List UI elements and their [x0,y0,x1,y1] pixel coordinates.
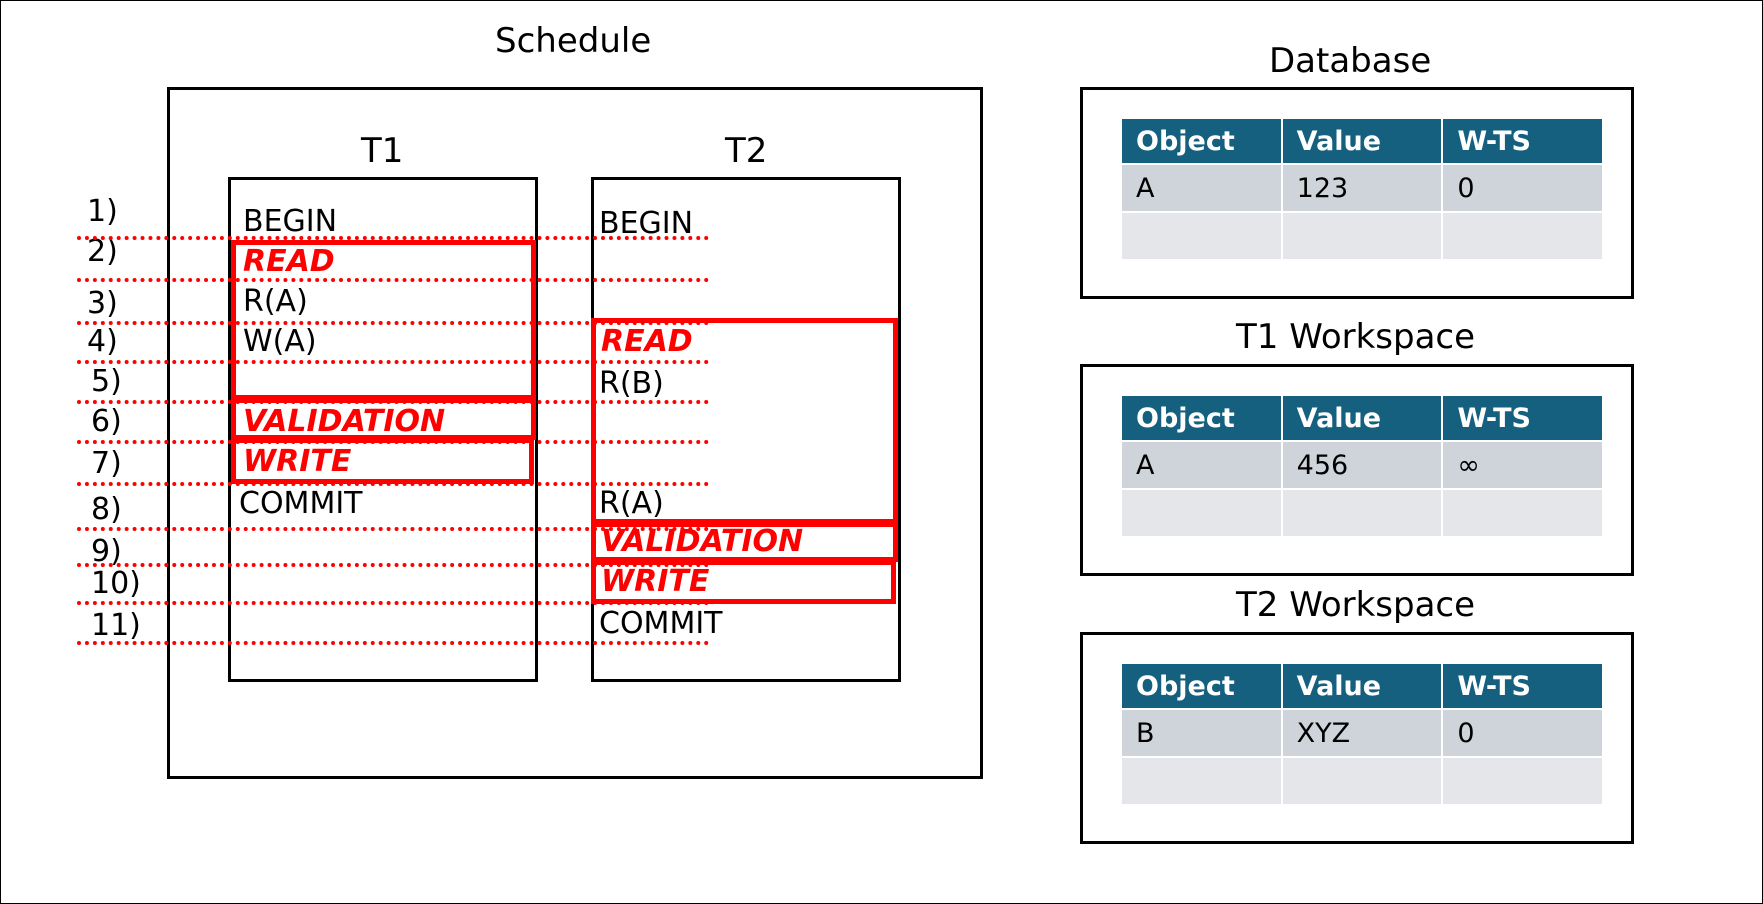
step-9: 9) [91,534,122,569]
col-header-wts: W-TS [1443,119,1602,163]
cell-object [1122,758,1281,804]
table-row: B XYZ 0 [1122,710,1602,756]
step-2: 2) [87,234,118,269]
table-header-row: Object Value W-TS [1122,119,1602,163]
step-7: 7) [91,446,122,481]
step-separator [77,563,709,567]
table-row [1122,213,1602,259]
cell-value: 123 [1282,165,1442,211]
cell-value [1282,758,1442,804]
table-header-row: Object Value W-TS [1122,664,1602,708]
t1-workspace-table: Object Value W-TS A 456 ∞ [1120,394,1604,538]
cell-wts [1443,758,1602,804]
col-header-value: Value [1282,119,1442,163]
col-header-object: Object [1122,396,1281,440]
database-title: Database [1269,41,1432,81]
t2-commit: COMMIT [599,606,723,641]
cell-wts: ∞ [1443,442,1602,488]
t2-header: T2 [725,131,768,171]
t1-column [228,177,538,682]
database-panel [1080,87,1634,299]
step-separator [77,278,709,282]
t2-read-label: READ [601,324,693,359]
t2-begin: BEGIN [599,206,694,241]
step-8: 8) [91,492,122,527]
col-header-wts: W-TS [1443,396,1602,440]
step-4: 4) [87,324,118,359]
t1-read-a: R(A) [243,284,308,319]
t1-workspace-panel [1080,364,1634,576]
cell-value: XYZ [1282,710,1442,756]
t1-begin: BEGIN [243,204,338,239]
step-separator [77,527,709,531]
table-header-row: Object Value W-TS [1122,396,1602,440]
step-3: 3) [87,286,118,321]
step-separator [77,601,709,605]
database-table: Object Value W-TS A 123 0 [1120,117,1604,261]
schedule-title: Schedule [495,21,652,61]
col-header-value: Value [1282,664,1442,708]
t2-read-phase-box [591,318,898,524]
t1-write-label: WRITE [243,444,352,479]
t2-validation-label: VALIDATION [601,524,804,559]
t2-read-b: R(B) [599,366,664,401]
cell-wts [1443,490,1602,536]
t2-validation-phase-box [591,522,898,562]
col-header-value: Value [1282,396,1442,440]
step-separator [77,482,709,486]
t2-write-phase-box [591,560,896,604]
cell-object: A [1122,442,1281,488]
cell-wts: 0 [1443,710,1602,756]
table-row [1122,758,1602,804]
step-separator [77,360,709,364]
t2-read-a: R(A) [599,486,664,521]
cell-object: A [1122,165,1281,211]
t1-commit: COMMIT [239,486,363,521]
step-separator [77,236,709,240]
cell-wts: 0 [1443,165,1602,211]
cell-object [1122,490,1281,536]
cell-object [1122,213,1281,259]
step-10: 10) [91,566,141,601]
t1-header: T1 [361,131,404,171]
col-header-wts: W-TS [1443,664,1602,708]
step-separator [77,321,709,325]
step-11: 11) [91,608,141,643]
cell-object: B [1122,710,1281,756]
col-header-object: Object [1122,664,1281,708]
schedule-frame [167,87,983,779]
t1-read-label: READ [243,244,335,279]
cell-wts [1443,213,1602,259]
t2-workspace-table: Object Value W-TS B XYZ 0 [1120,662,1604,806]
t1-write-a: W(A) [243,324,317,359]
t1-write-phase-box [231,438,534,484]
cell-value: 456 [1282,442,1442,488]
t2-workspace-title: T2 Workspace [1236,585,1476,625]
step-separator [77,641,709,645]
t1-read-phase-box [231,240,536,400]
step-1: 1) [87,194,118,229]
cell-value [1282,490,1442,536]
col-header-object: Object [1122,119,1281,163]
t1-workspace-title: T1 Workspace [1236,317,1476,357]
t2-workspace-panel [1080,632,1634,844]
t1-validation-label: VALIDATION [243,404,446,439]
step-6: 6) [91,404,122,439]
table-row: A 456 ∞ [1122,442,1602,488]
step-5: 5) [91,364,122,399]
table-row [1122,490,1602,536]
cell-value [1282,213,1442,259]
t2-write-label: WRITE [601,564,710,599]
t1-validation-phase-box [231,398,536,440]
table-row: A 123 0 [1122,165,1602,211]
